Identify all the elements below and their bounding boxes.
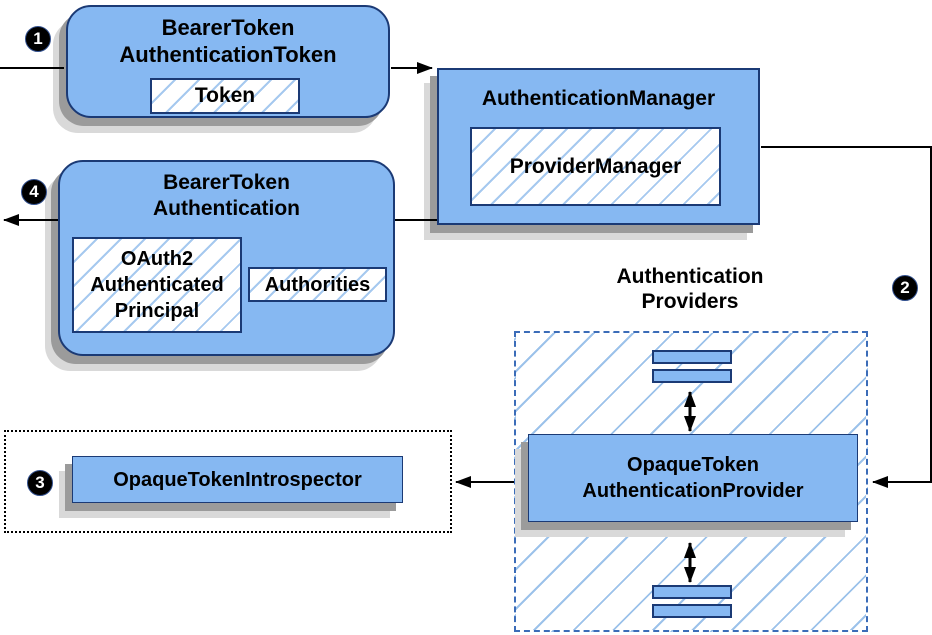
bearer-token-authentication-title: BearerToken Authentication	[153, 171, 300, 220]
opaque-token-authentication-provider-title: OpaqueToken AuthenticationProvider	[582, 454, 804, 502]
authentication-manager-box: AuthenticationManager ProviderManager	[437, 68, 760, 225]
introspector-region	[4, 430, 452, 533]
step-2-badge: 2	[892, 275, 918, 301]
bearer-token-authentication-token-box: BearerToken AuthenticationToken Token	[66, 5, 390, 118]
provider-manager-chip: ProviderManager	[470, 127, 721, 206]
token-chip: Token	[150, 78, 300, 114]
step-3-badge: 3	[27, 470, 53, 496]
oauth2-authenticated-principal-label: OAuth2 Authenticated Principal	[90, 248, 224, 322]
step-1-badge: 1	[25, 26, 51, 52]
authentication-manager-title: AuthenticationManager	[481, 87, 716, 110]
bearer-token-authentication-token-title: BearerToken AuthenticationToken	[119, 15, 337, 67]
authorities-chip: Authorities	[248, 267, 387, 302]
provider-manager-chip-label: ProviderManager	[509, 154, 682, 178]
authentication-providers-label: Authentication Providers	[616, 265, 764, 313]
opaque-token-introspector-title: OpaqueTokenIntrospector	[113, 468, 362, 491]
provider-list-bar-top-1	[652, 350, 732, 364]
provider-list-bar-top-2	[652, 369, 732, 383]
bearer-token-authentication-box: BearerToken Authentication OAuth2 Authen…	[58, 160, 395, 356]
provider-list-bar-bottom-1	[652, 585, 732, 599]
provider-list-bar-bottom-2	[652, 604, 732, 618]
oauth2-authenticated-principal-chip: OAuth2 Authenticated Principal	[72, 237, 242, 333]
authorities-label: Authorities	[264, 273, 371, 296]
step-4-badge: 4	[21, 179, 47, 205]
token-chip-label: Token	[194, 84, 256, 107]
opaque-token-introspector-box: OpaqueTokenIntrospector	[72, 456, 403, 503]
opaque-token-authentication-provider-box: OpaqueToken AuthenticationProvider	[528, 434, 858, 522]
